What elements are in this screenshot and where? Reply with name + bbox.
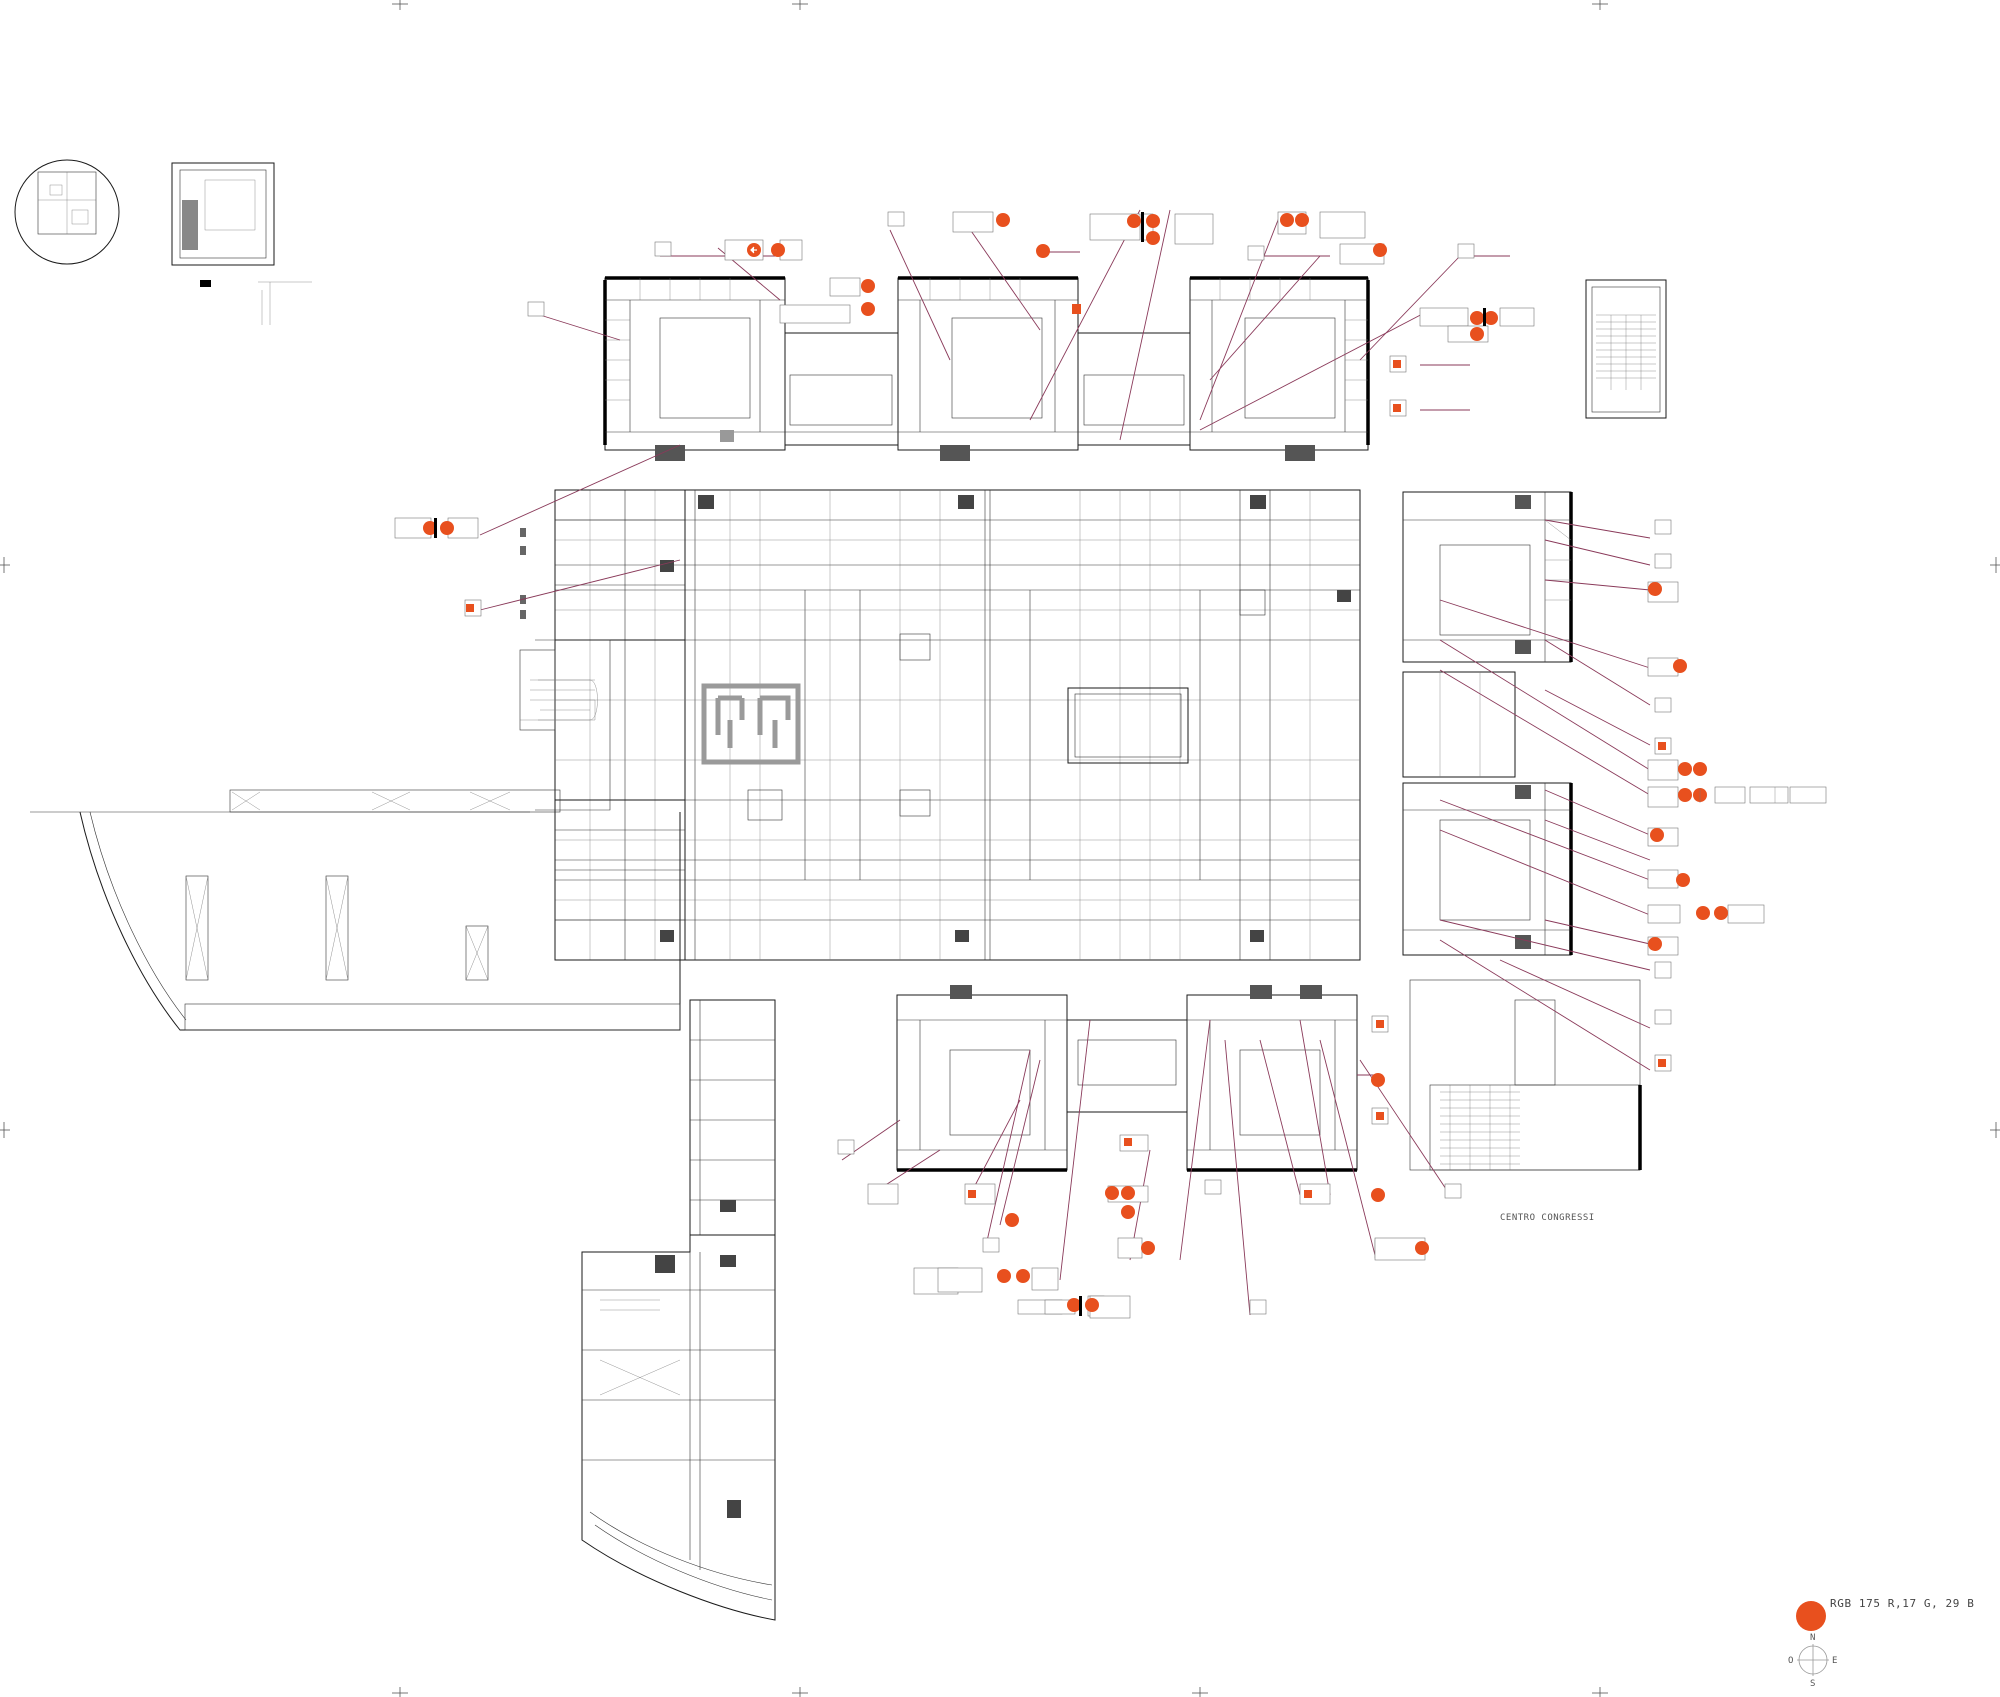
key-plan-right	[1585, 279, 1667, 419]
compass-icon: N E S O	[1788, 1633, 1838, 1689]
west-wing	[519, 489, 686, 961]
legend-swatch	[1796, 1601, 1826, 1631]
key-plan-square	[171, 162, 312, 325]
south-block	[896, 985, 1358, 1172]
shaded-core	[701, 683, 801, 765]
sign-leaders	[479, 209, 1651, 1316]
west-entrance-hall	[30, 639, 681, 1031]
colour-legend: RGB 175 R,17 G, 29 B	[1796, 1597, 1974, 1631]
central-block	[554, 489, 1361, 961]
congress-centre: CENTRO CONGRESSI	[1409, 979, 1642, 1223]
compass-e: E	[1832, 1656, 1838, 1666]
compass-n: N	[1810, 1633, 1816, 1643]
compass-o: O	[1788, 1656, 1794, 1666]
legend-text: RGB 175 R,17 G, 29 B	[1830, 1597, 1974, 1610]
arrow-circle-icon	[423, 213, 1728, 1312]
key-plan-round	[14, 159, 120, 265]
compass-s: S	[1810, 1679, 1816, 1689]
congress-label: CENTRO CONGRESSI	[1500, 1213, 1595, 1223]
south-spine	[581, 999, 776, 1621]
east-wing	[1402, 491, 1573, 956]
signage-markers	[394, 211, 1827, 1319]
north-block	[603, 276, 1370, 461]
